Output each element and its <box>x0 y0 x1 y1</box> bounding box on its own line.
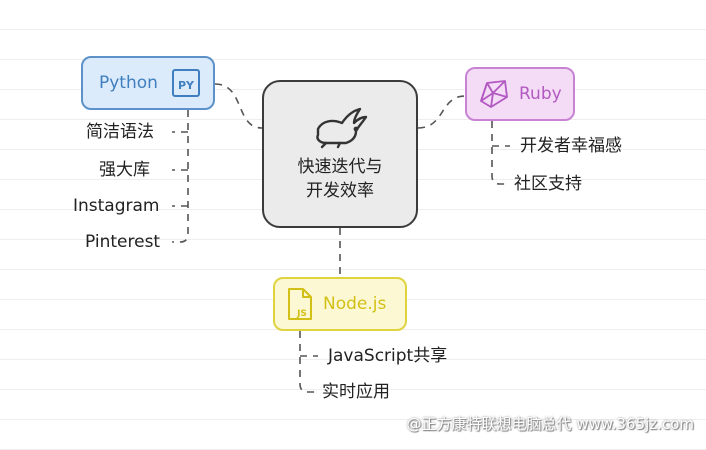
ruby-child-1: 开发者幸福感 <box>520 136 622 156</box>
ruby-node: Ruby <box>465 67 575 121</box>
center-title-line2: 开发效率 <box>306 181 374 201</box>
python-child-1: 简洁语法 <box>86 122 154 142</box>
center-node: 快速迭代与 开发效率 <box>262 80 418 228</box>
python-child-2: 强大库 <box>99 160 150 180</box>
nodejs-child-1: JavaScript共享 <box>328 346 448 366</box>
python-node: Python PY <box>81 56 215 110</box>
python-child-3: Instagram <box>73 196 160 216</box>
python-child-4: Pinterest <box>85 232 161 252</box>
ruby-gem-icon <box>480 80 508 108</box>
center-node-title: 快速迭代与 开发效率 <box>298 155 383 203</box>
python-label: Python <box>99 73 158 93</box>
connector-node-children <box>299 331 316 393</box>
connector-python-children <box>172 110 189 243</box>
nodejs-node: JS Node.js <box>273 277 407 331</box>
nodejs-label: Node.js <box>323 294 387 314</box>
js-file-icon: JS <box>288 288 312 320</box>
watermark: @正方康特联想电脑总代 www.365jz.com <box>406 415 694 433</box>
ruby-label: Ruby <box>519 84 562 104</box>
rabbit-icon <box>316 107 368 149</box>
connector-center-ruby <box>417 95 466 129</box>
connector-ruby-children <box>491 121 508 185</box>
python-file-icon: PY <box>172 69 200 97</box>
python-icon-text: PY <box>178 79 195 92</box>
js-icon-text: JS <box>296 309 307 319</box>
nodejs-child-2: 实时应用 <box>322 382 390 402</box>
center-title-line1: 快速迭代与 <box>297 157 383 177</box>
ruby-child-2: 社区支持 <box>514 174 582 194</box>
connector-python-center <box>214 83 263 129</box>
